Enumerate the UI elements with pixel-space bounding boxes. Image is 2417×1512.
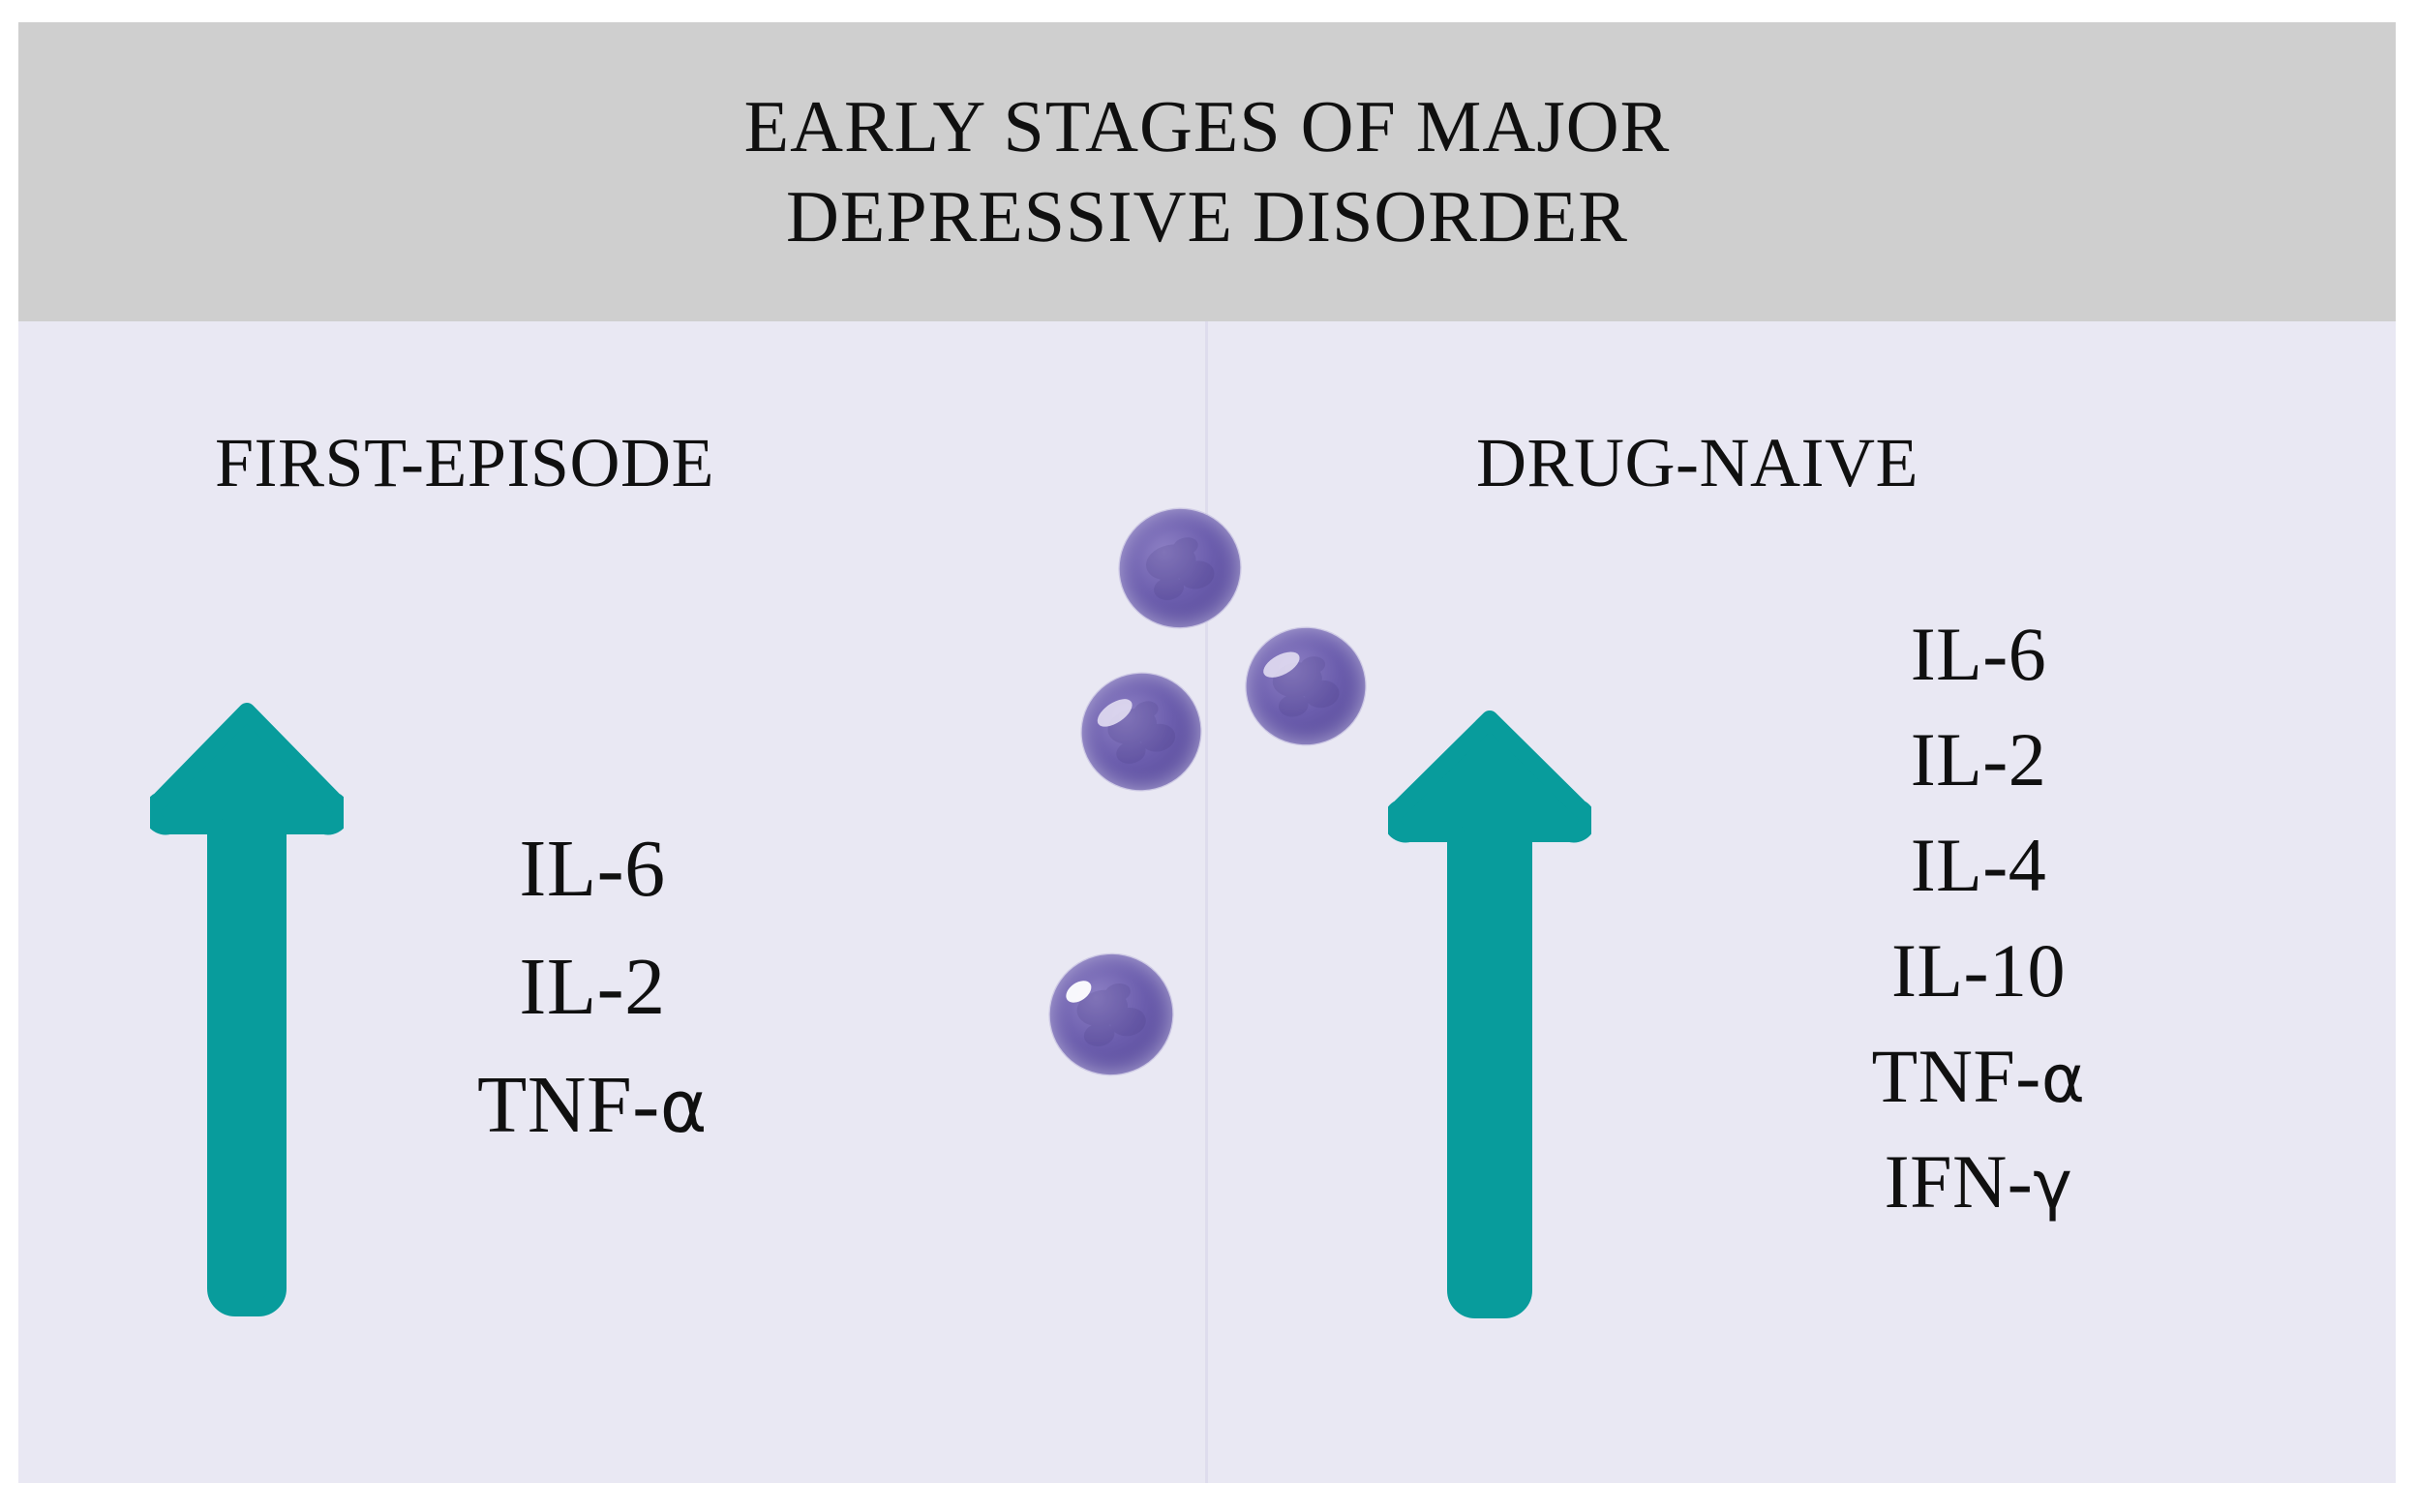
figure-panel: EARLY STAGES OF MAJOR DEPRESSIVE DISORDE… <box>18 22 2396 1483</box>
cytokine-base: IL-6 <box>519 824 666 914</box>
column-heading-drug-naive: DRUG-NAIVE <box>1476 424 1918 501</box>
immune-cell-icon <box>1245 626 1367 746</box>
cytokine-item: TNF-α <box>477 1047 708 1165</box>
cytokine-item: IFN-γ <box>1885 1131 2073 1236</box>
cytokine-item: IL-10 <box>1891 920 2066 1025</box>
immune-cell-icon <box>1118 507 1242 629</box>
cytokine-item: IL-6 <box>1911 603 2047 709</box>
cytokine-item: IL-2 <box>1911 709 2047 814</box>
cytokine-item: TNF-α <box>1871 1025 2085 1131</box>
up-arrow-icon-left <box>150 703 344 1316</box>
cytokine-base: IL-4 <box>1910 823 2047 907</box>
cytokine-item: IL-2 <box>519 929 665 1047</box>
figure-title-band: EARLY STAGES OF MAJOR DEPRESSIVE DISORDE… <box>18 22 2396 321</box>
cytokine-list-first-episode: IL-6 IL-2 TNF-α <box>370 811 815 1165</box>
immune-cell-icon <box>1048 953 1174 1076</box>
cytokine-base: IL-10 <box>1890 928 2067 1013</box>
cytokine-base: IL-2 <box>1910 717 2047 801</box>
column-heading-first-episode: FIRST-EPISODE <box>215 424 714 501</box>
cytokine-base: IL-6 <box>1910 612 2047 696</box>
cytokine-item: IL-6 <box>519 811 665 929</box>
up-arrow-icon-right <box>1388 711 1591 1318</box>
greek-symbol: γ <box>2033 1146 2073 1224</box>
greek-symbol: α <box>2040 1041 2086 1118</box>
cytokine-base: TNF- <box>477 1060 660 1150</box>
cytokine-base: IL-2 <box>519 942 666 1032</box>
figure-title-line-1: EARLY STAGES OF MAJOR <box>743 85 1671 167</box>
cytokine-item: IL-4 <box>1911 814 2047 920</box>
figure-title-line-2: DEPRESSIVE DISORDER <box>786 175 1628 257</box>
cytokine-base: IFN- <box>1884 1139 2034 1224</box>
column-divider <box>1205 321 1208 1483</box>
immune-cell-icon <box>1080 672 1202 792</box>
greek-symbol: α <box>659 1066 708 1149</box>
cytokine-list-drug-naive: IL-6 IL-2 IL-4 IL-10 TNF-α IFN-γ <box>1751 603 2206 1236</box>
cytokine-base: TNF- <box>1871 1034 2041 1118</box>
